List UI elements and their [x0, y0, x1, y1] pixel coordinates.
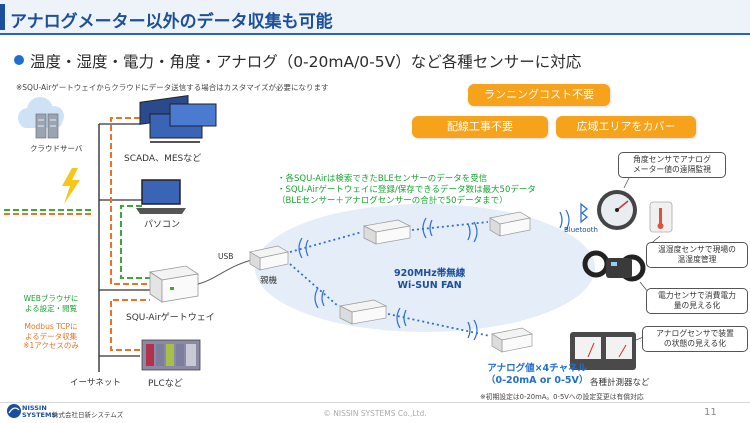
parent-unit-label: 親機	[260, 276, 278, 286]
usb-label: USB	[218, 252, 234, 261]
pc-label: パソコン	[144, 220, 181, 230]
page-title: アナログメーター以外のデータ収集も可能	[10, 12, 333, 32]
title-bar	[0, 0, 750, 34]
callout-temperature-sensor: 温湿度センサで現場の 温湿度管理	[646, 242, 748, 268]
analog-meter-icon	[570, 332, 636, 370]
company-logo	[7, 404, 21, 418]
modbus-note: Modbus TCPに よるデータ収集 ※1アクセスのみ	[23, 322, 79, 350]
power-sensor-icon	[582, 250, 646, 282]
bluetooth-icon	[580, 202, 589, 224]
footer-divider	[0, 402, 750, 403]
web-path	[120, 205, 150, 279]
plc-label: PLCなど	[148, 379, 183, 389]
usb-cable	[197, 259, 253, 285]
logo-wordmark: NISSIN SYSTEMS	[22, 404, 57, 419]
gateway-device-icon	[148, 265, 200, 303]
title-accent	[0, 4, 5, 30]
bluetooth-label: Bluetooth	[564, 226, 598, 234]
cloud-server-label: クラウドサーバ	[30, 144, 83, 153]
temperature-sensor-icon	[649, 201, 673, 233]
company-name: 株式会社日新システムズ	[52, 411, 124, 419]
squair-node-4	[338, 299, 388, 325]
title-divider	[0, 33, 750, 35]
web-browser-note: WEBブラウザに よる設定・閲覧	[23, 294, 79, 313]
wave-icon	[298, 209, 570, 341]
squair-node-2	[362, 219, 412, 245]
squair-node-parent	[249, 245, 289, 271]
squair-node-5	[491, 327, 533, 353]
laptop-icon	[136, 179, 186, 214]
ble-notes: ・各SQU-Airは検索できたBLEセンサーのデータを受信 ・SQU-Airゲー…	[277, 174, 536, 206]
pill-running-cost: ランニングコスト不要	[468, 84, 610, 106]
callout-angle-sensor: 角度センサでアナログ メーター値の遠隔監視	[618, 152, 726, 178]
page-subtitle: 温度・湿度・電力・角度・アナログ（0-20mA/0-5V）など各種センサーに対応	[30, 53, 582, 71]
instruments-label: 各種計測器など	[590, 378, 650, 388]
server-icon	[35, 113, 59, 139]
pill-wide-area: 広域エリアをカバー	[556, 116, 696, 138]
mesh-area	[255, 204, 595, 332]
initial-setting-note: ※初期設定は0-20mA。0-5Vへの設定変更は有償対応	[480, 393, 644, 401]
modbus-path	[110, 117, 150, 285]
pill-no-wiring: 配線工事不要	[412, 116, 548, 138]
lightning-icon	[62, 168, 80, 204]
copyright: © NISSIN SYSTEMS Co.,Ltd.	[323, 409, 427, 418]
wisun-label: 920MHz帯無線 Wi-SUN FAN	[394, 268, 466, 291]
callout-power-sensor: 電力センサで消費電力 量の見える化	[646, 288, 748, 314]
callout-analog-sensor: アナログセンサで装置 の状態の見える化	[642, 326, 748, 352]
ethernet-label: イーサネット	[70, 378, 121, 388]
gateway-label: SQU-Airゲートウェイ	[126, 313, 215, 323]
cloud-customize-note: ※SQU-Airゲートウェイからクラウドにデータ送信する場合はカスタマイズが必要…	[16, 83, 329, 92]
angle-sensor-icon	[597, 190, 637, 230]
scada-label: SCADA、MESなど	[124, 154, 202, 164]
page-number: 11	[704, 407, 717, 418]
scada-monitor-icon	[139, 95, 217, 143]
squair-node-3	[489, 211, 531, 237]
analog-channel-label: アナログ値×4チャネル （0-20mA or 0-5V）	[486, 363, 589, 386]
bullet-icon	[14, 55, 24, 65]
plc-icon	[141, 339, 201, 371]
